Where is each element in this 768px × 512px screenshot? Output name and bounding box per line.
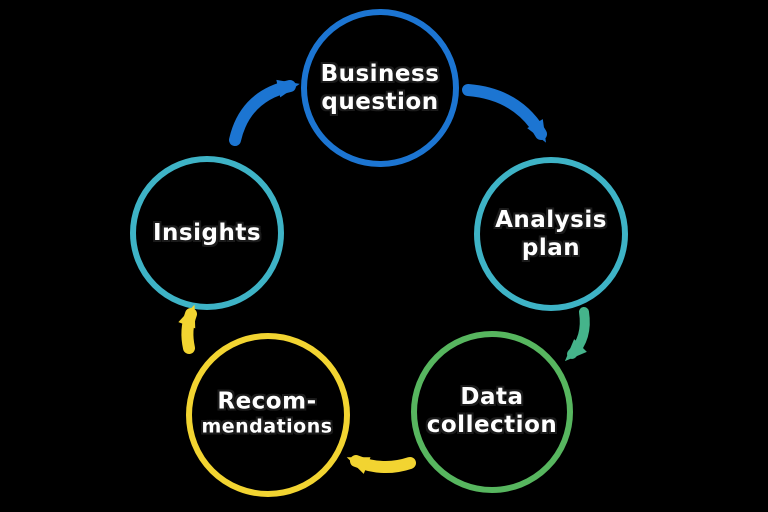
business-question-label-line2: question [321, 89, 439, 115]
recommendations-label: Recom- mendations [201, 387, 332, 438]
analysis-plan-label: Analysis plan [495, 206, 607, 262]
data-collection-label: Data collection [427, 383, 558, 439]
arrow-business-to-analysis [462, 84, 547, 143]
insights-label: Insights [153, 219, 261, 247]
arrow-analysis-to-data [564, 307, 590, 362]
data-collection-label-line1: Data [460, 383, 524, 410]
recommendations-label-line2: mendations [201, 415, 333, 438]
data-collection-label-line2: collection [426, 412, 558, 438]
business-question-label: Business question [321, 60, 440, 116]
analysis-plan-label-line1: Analysis [495, 206, 607, 233]
business-question-circle [301, 9, 459, 167]
recommendations-label-line1: Recom- [217, 388, 317, 415]
arrow-data-to-recommendations [346, 455, 416, 474]
recommendations-circle [186, 333, 350, 497]
analysis-plan-circle [474, 157, 628, 311]
arrow-insights-to-business [229, 79, 300, 146]
arrow-recommendations-to-insights [178, 304, 197, 354]
data-collection-circle [411, 331, 573, 493]
analysis-plan-label-line2: plan [521, 235, 581, 261]
insights-label-line1: Insights [152, 219, 262, 246]
business-question-label-line1: Business [320, 60, 440, 87]
insights-circle [130, 156, 284, 310]
